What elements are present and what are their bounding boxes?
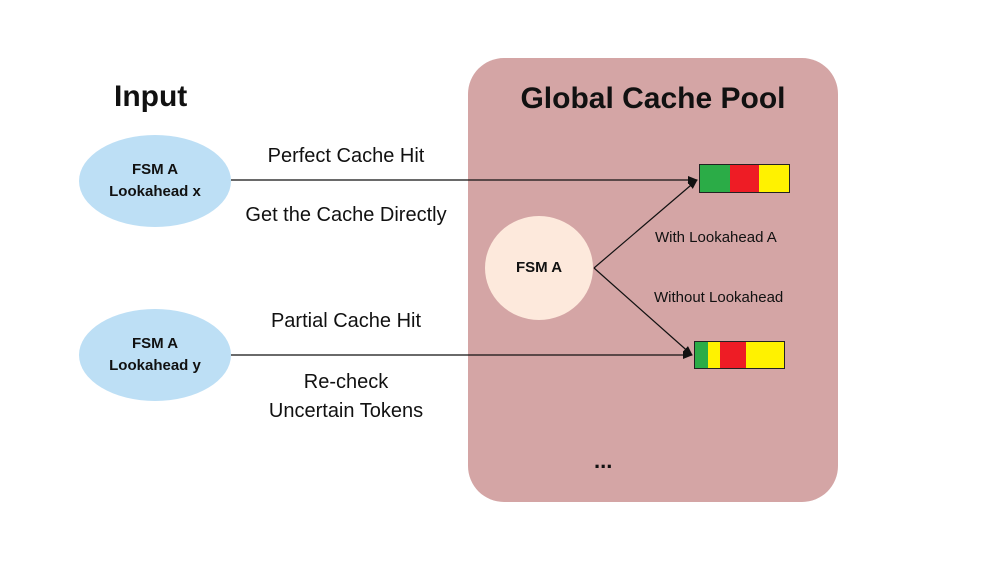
- cache-token-segment: [707, 342, 721, 368]
- input-node-fsm-label: FSM A: [131, 161, 179, 178]
- uncertain-tokens-line: Uncertain Tokens: [268, 400, 424, 422]
- input-heading: Input: [114, 80, 188, 113]
- input-node-lookahead-y: FSM A Lookahead y: [79, 309, 231, 401]
- input-node-fsm-label: FSM A: [131, 335, 179, 352]
- pool-fsm-label: FSM A: [515, 259, 563, 276]
- arrow-with-lookahead: [593, 179, 698, 269]
- cache-entry-without-lookahead: [694, 341, 785, 369]
- cache-token-segment: [745, 342, 784, 368]
- global-cache-pool-heading: Global Cache Pool: [520, 82, 786, 115]
- partial-cache-hit-label: Partial Cache Hit: [270, 310, 422, 332]
- cache-token-segment: [695, 342, 708, 368]
- more-entries-ellipsis: ...: [594, 448, 613, 473]
- cache-token-segment: [729, 165, 760, 192]
- without-lookahead-label: Without Lookahead: [654, 289, 784, 306]
- input-node-lookahead-label: Lookahead y: [109, 357, 201, 374]
- pool-fsm-node: FSM A: [485, 216, 593, 320]
- recheck-uncertain-tokens-label: Re-check Uncertain Tokens: [236, 368, 456, 426]
- cache-token-segment: [759, 165, 790, 192]
- cache-token-segment: [700, 165, 730, 192]
- input-node-lookahead-x: FSM A Lookahead x: [79, 135, 231, 227]
- input-node-lookahead-label: Lookahead x: [109, 183, 201, 200]
- recheck-line: Re-check: [303, 371, 389, 393]
- perfect-cache-hit-label: Perfect Cache Hit: [267, 145, 425, 167]
- cache-entry-with-lookahead: [699, 164, 790, 193]
- get-cache-directly-label: Get the Cache Directly: [245, 204, 447, 226]
- with-lookahead-label: With Lookahead A: [655, 229, 777, 246]
- arrow-without-lookahead: [593, 267, 693, 356]
- cache-token-segment: [720, 342, 746, 368]
